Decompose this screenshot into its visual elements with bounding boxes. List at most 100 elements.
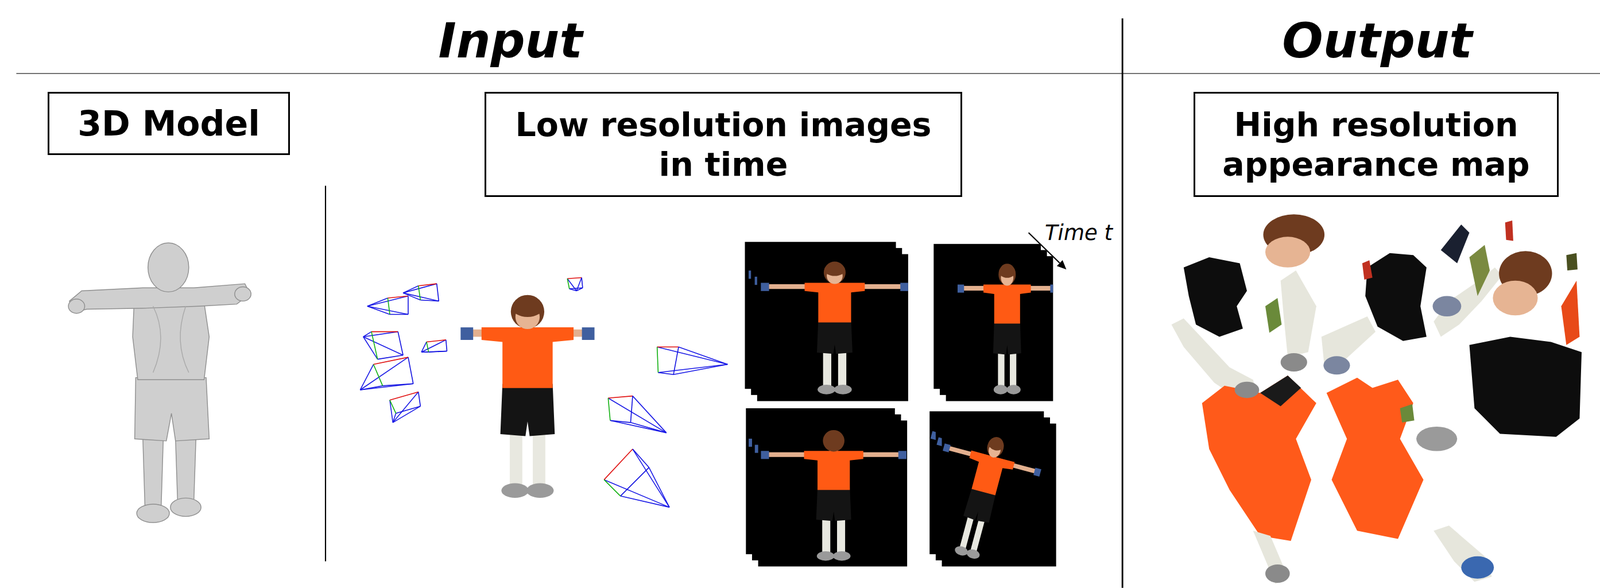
shoe (833, 551, 851, 561)
sock (822, 516, 831, 553)
camera-edge (603, 479, 621, 496)
camera-ray (657, 364, 728, 373)
camera-edge (389, 314, 409, 316)
face-patch (1265, 236, 1311, 267)
hair (823, 261, 846, 284)
image-stack (905, 411, 1056, 570)
illustration-layer (16, 18, 1600, 588)
image-frame (946, 256, 1054, 401)
shirt (804, 283, 866, 323)
sock (997, 350, 1005, 387)
image-stack (745, 241, 909, 401)
hair-fringe (987, 436, 1006, 452)
person-figure (957, 263, 1053, 395)
time-arrow-head (1056, 260, 1067, 270)
camera-frustum (403, 283, 439, 301)
section-divider (1121, 18, 1124, 588)
shorts (993, 320, 1022, 355)
camera-edge (397, 331, 404, 356)
face-patch (1492, 280, 1538, 316)
camera-edge (373, 364, 383, 386)
camera-frustum (367, 295, 409, 315)
camera-edge (387, 297, 390, 315)
camera-edge (426, 341, 429, 352)
shoe (501, 483, 529, 499)
camera-edge (657, 372, 674, 375)
box-label: Low resolution images in time (497, 105, 949, 184)
camera-ray (392, 405, 421, 422)
shoe (953, 544, 969, 557)
image-stack (745, 408, 908, 567)
camera-edge (436, 283, 440, 301)
glove (760, 450, 769, 459)
shorts (816, 487, 852, 522)
frame-content (760, 261, 909, 395)
camera-ray (367, 305, 409, 315)
camera-edge (396, 405, 421, 413)
camera-edge (428, 350, 448, 352)
sock (532, 429, 546, 487)
sock (838, 349, 847, 387)
text-box: 3D Model (47, 91, 290, 156)
camera-frustum (567, 277, 583, 291)
texture-patch (1505, 220, 1514, 242)
texture-patch (1260, 375, 1301, 406)
section-heading: Output (1281, 14, 1472, 68)
hair (822, 429, 845, 452)
camera-ray (648, 467, 670, 507)
shorts (816, 319, 853, 355)
glove (1033, 467, 1042, 477)
camera-edge (382, 383, 414, 386)
camera-edge (673, 346, 679, 375)
camera-ray (403, 283, 437, 293)
camera-ray (610, 420, 667, 433)
model-hand (234, 286, 251, 301)
shorts (500, 383, 556, 436)
camera-edge (610, 420, 631, 423)
model-head (148, 242, 189, 292)
text-box: Low resolution images in time (484, 91, 963, 197)
camera-edge (373, 357, 409, 364)
camera-edge (371, 331, 398, 333)
camera-edge (567, 278, 570, 289)
camera-ray (363, 331, 398, 337)
image-stack (933, 243, 1057, 402)
camera-frustum (389, 392, 421, 423)
camera-frustum (657, 346, 728, 375)
shoe (1006, 384, 1021, 394)
model-leg (142, 438, 164, 506)
shoe-patch (1461, 556, 1494, 579)
texture-patch (1469, 245, 1490, 297)
person-figure (942, 424, 1047, 567)
camera-ray (657, 346, 728, 364)
camera-edge (446, 339, 448, 352)
camera-edge (387, 295, 409, 298)
shoe (817, 384, 836, 395)
camera-ray (678, 346, 728, 364)
person-figure (760, 261, 909, 395)
camera-edge (632, 448, 649, 468)
frame-content (760, 429, 906, 561)
person-figure (760, 429, 906, 561)
camera-ray (421, 339, 447, 352)
glove (900, 283, 909, 292)
camera-ray (620, 496, 670, 508)
image-frame (942, 423, 1057, 567)
shoe-patch (1280, 353, 1308, 372)
texture-patch (1202, 375, 1317, 541)
camera-edge (630, 396, 633, 423)
shoe (526, 483, 554, 499)
camera-edge (657, 346, 679, 348)
hair-fringe (512, 297, 544, 317)
shoe-patch (1234, 381, 1260, 398)
glove (460, 327, 474, 340)
frame-content (957, 263, 1053, 395)
camera-frustum (363, 331, 404, 360)
header-rule (16, 72, 1600, 74)
camera-edge (426, 339, 447, 343)
camera-edge (418, 285, 421, 301)
camera-edge (420, 300, 439, 302)
